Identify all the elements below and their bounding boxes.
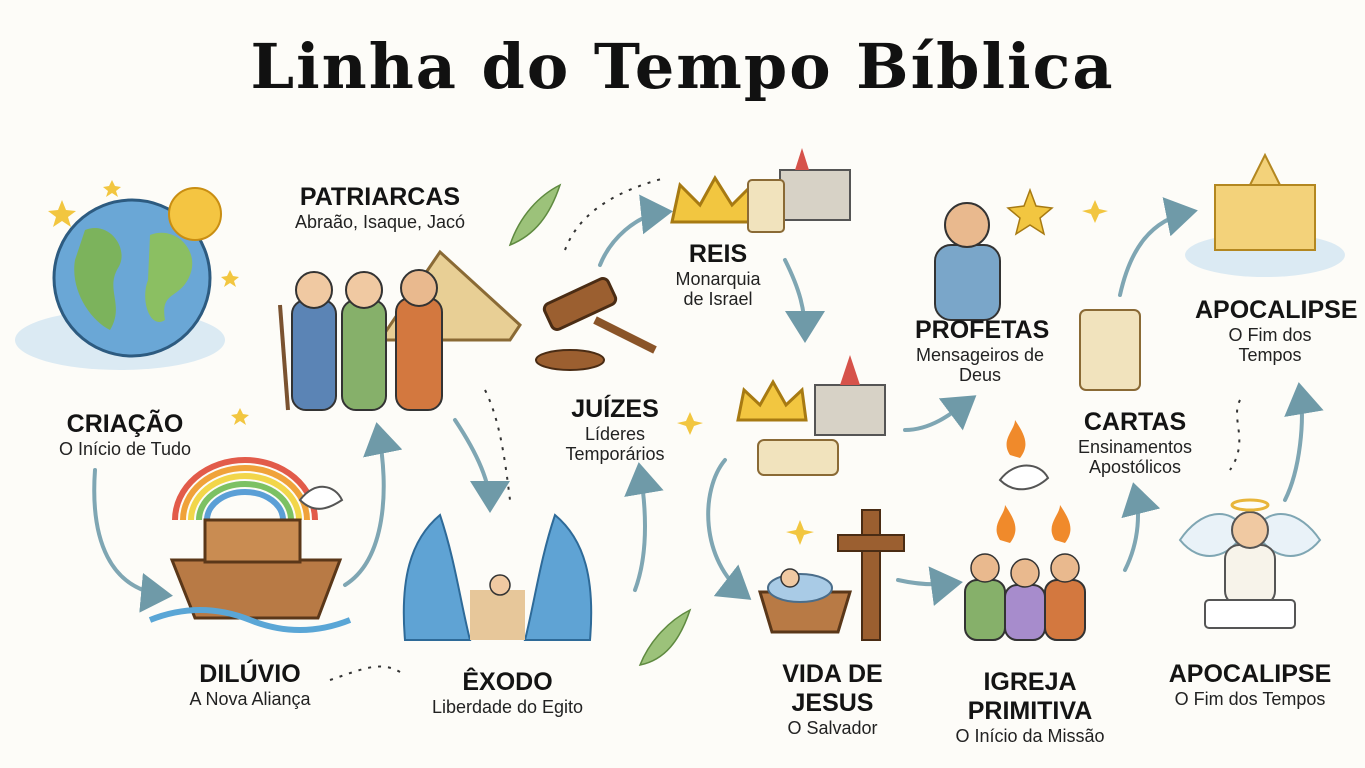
stage-vida-jesus: VIDA DE JESUS O Salvador [745, 660, 920, 738]
gavel-icon [535, 276, 657, 371]
stage-apocalipse-top: APOCALIPSE O Fim dos Tempos [1195, 296, 1358, 366]
stage-title: REIS [688, 240, 748, 268]
stage-criacao: CRIAÇÃO O Início de Tudo [40, 410, 210, 459]
patriarch-figures [278, 269, 443, 411]
dotted-trails [329, 177, 1241, 681]
stage-title: PROFETAS [915, 316, 1050, 344]
castle-icon [779, 148, 886, 436]
stage-exodo: ÊXODO Liberdade do Egito [410, 668, 605, 717]
stage-subtitle: O Fim dos Tempos [1174, 688, 1326, 709]
cross-icon [837, 509, 905, 641]
stage-subtitle: Líderes Temporários [565, 423, 665, 465]
prophet-icon [934, 187, 1054, 321]
page-title: Linha do Tempo Bíblica [250, 30, 1115, 103]
stage-igreja-primitiva: IGREJA PRIMITIVA O Início da Missão [925, 668, 1135, 746]
stage-subtitle: O Fim dos Tempos [1228, 324, 1312, 366]
stage-subtitle: Liberdade do Egito [431, 696, 584, 717]
stage-diluvio: DILÚVIO A Nova Aliança [160, 660, 340, 709]
scroll-icon [747, 179, 1141, 476]
stage-title: APOCALIPSE [1168, 660, 1332, 688]
stage-reis: REIS Monarquia de Israel [668, 240, 768, 310]
stage-subtitle: O Salvador [787, 717, 878, 738]
stage-title: CRIAÇÃO [66, 410, 184, 438]
stage-subtitle: Mensageiros de Deus [915, 344, 1045, 386]
stage-apocalipse-bottom: APOCALIPSE O Fim dos Tempos [1165, 660, 1335, 709]
sun-icon [168, 187, 222, 241]
stage-title: JUÍZES [571, 395, 659, 423]
stage-title: APOCALIPSE [1195, 296, 1358, 324]
stage-title: ÊXODO [462, 668, 553, 696]
crown-icon [670, 175, 808, 422]
angel-icon [1178, 498, 1322, 629]
stage-subtitle: Abraão, Isaque, Jacó [294, 211, 466, 232]
stage-title: DILÚVIO [199, 660, 301, 688]
disciples-group [964, 553, 1086, 641]
ark-icon [148, 518, 352, 633]
rainbow-icon [172, 457, 318, 521]
stage-title: CARTAS [1083, 408, 1187, 436]
stage-profetas: PROFETAS Mensageiros de Deus [915, 316, 1050, 386]
stage-cartas: CARTAS Ensinamentos Apostólicos [1070, 408, 1200, 478]
leaf-decorations [508, 183, 692, 667]
stage-title: PATRIARCAS [299, 183, 461, 211]
sea-parting-icon [402, 513, 593, 641]
globe-icon [15, 198, 225, 370]
dove-icon [298, 464, 1050, 510]
star-decorations [48, 180, 1108, 545]
stage-subtitle: A Nova Aliança [189, 688, 311, 709]
flame-icon [996, 420, 1071, 543]
heavenly-city-icon [1185, 152, 1345, 277]
stage-subtitle: Monarquia de Israel [675, 268, 761, 310]
stage-subtitle: O Início da Missão [955, 725, 1105, 746]
stage-title: VIDA DE JESUS [782, 660, 883, 717]
stage-subtitle: Ensinamentos Apostólicos [1077, 436, 1193, 478]
stage-patriarcas: PATRIARCAS Abraão, Isaque, Jacó [270, 183, 490, 232]
stage-title: IGREJA PRIMITIVA [967, 668, 1093, 725]
stage-juizes: JUÍZES Líderes Temporários [550, 395, 680, 465]
flow-arrows [92, 194, 1324, 613]
stage-subtitle: O Início de Tudo [58, 438, 192, 459]
manger-icon [757, 568, 853, 634]
